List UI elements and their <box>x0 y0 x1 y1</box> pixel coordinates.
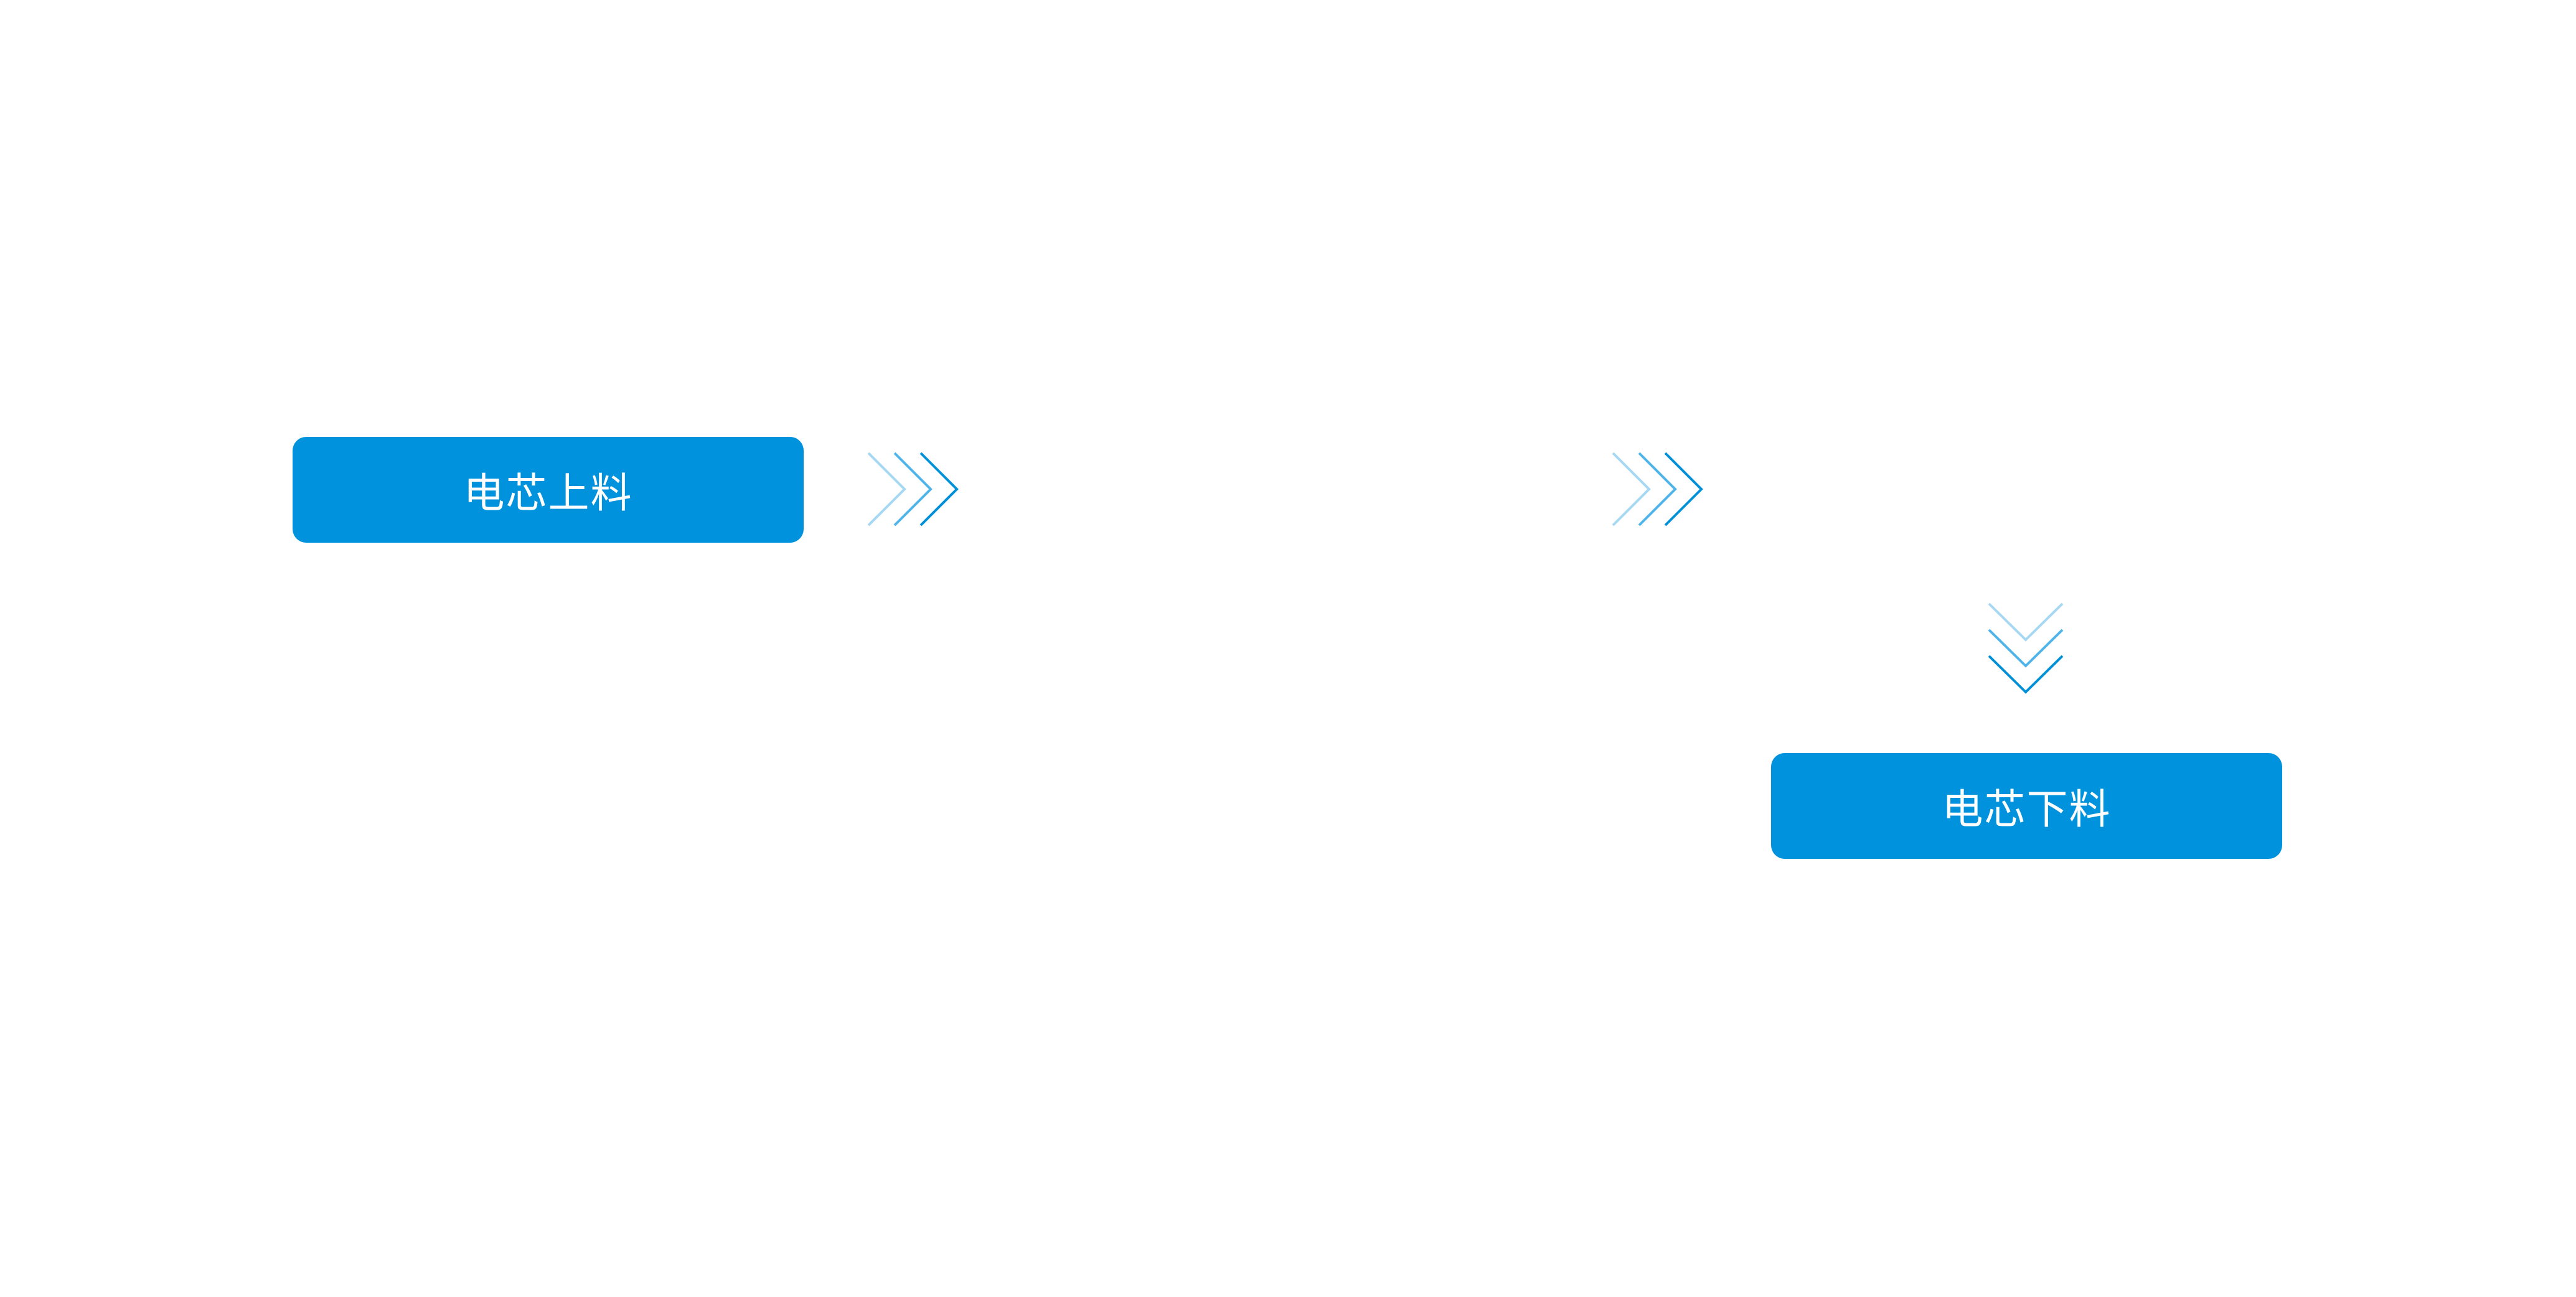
chevron-down-icon <box>1988 602 2064 694</box>
step-label: 电芯上料 <box>463 469 633 517</box>
step-label: 电芯下料 <box>1942 785 2112 833</box>
step-box-cell-loading: 电芯上料 <box>293 437 804 543</box>
step-box-cell-unloading: 电芯下料 <box>1771 753 2282 859</box>
chevron-right-icon <box>1612 452 1703 527</box>
chevron-right-icon <box>867 452 959 527</box>
